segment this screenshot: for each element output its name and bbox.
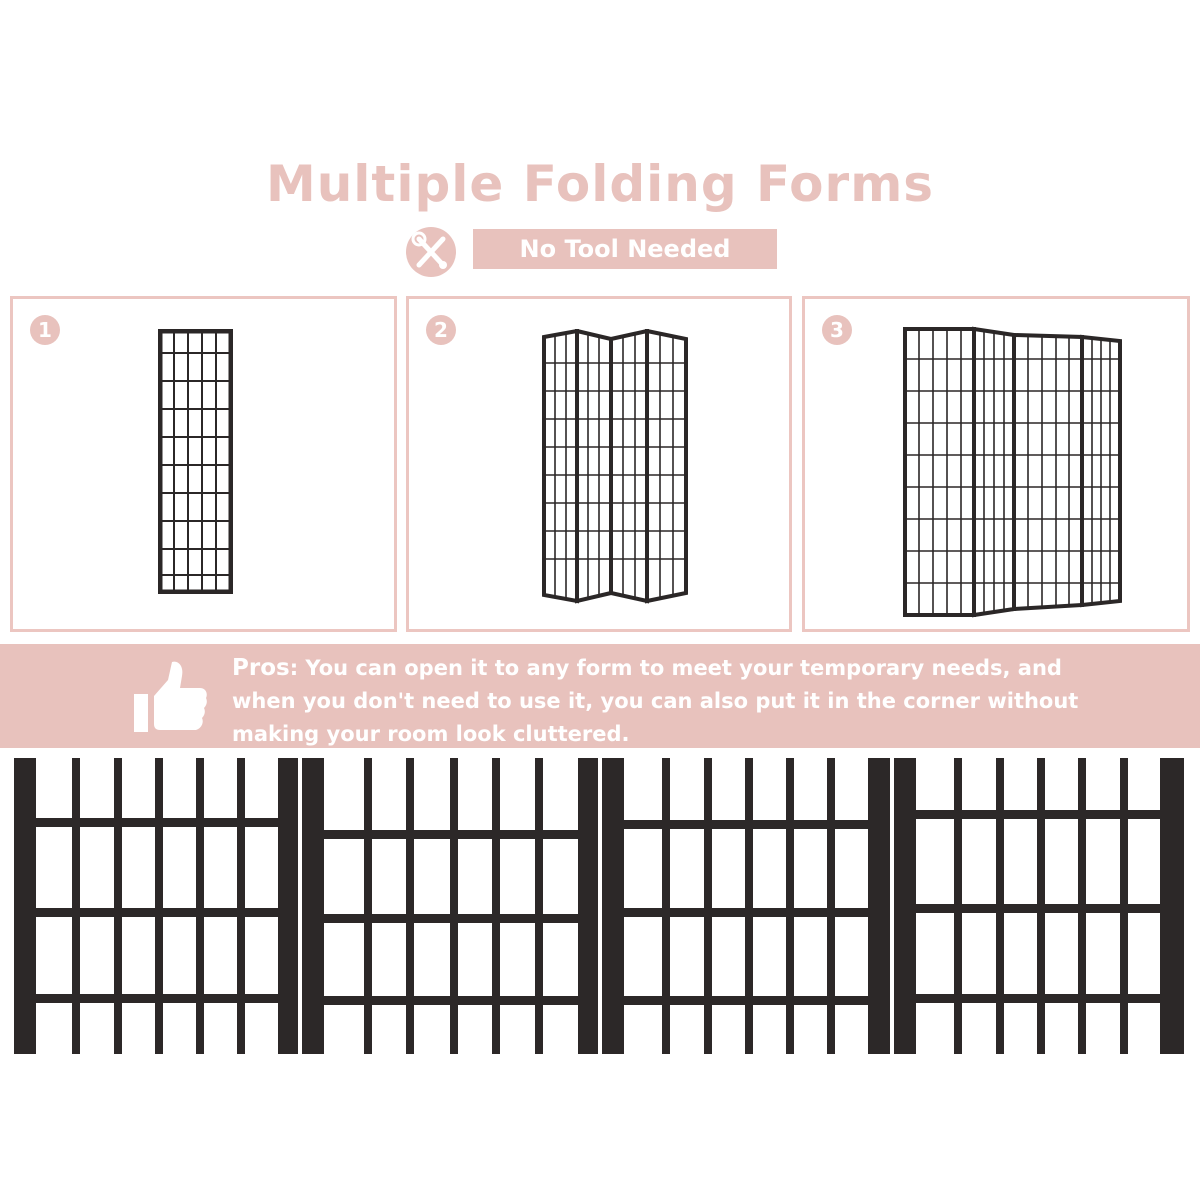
pros-label: Pros	[232, 655, 290, 681]
form-2-card: 2	[406, 296, 792, 632]
form-3-number: 3	[822, 315, 852, 345]
no-tools-icon	[406, 227, 456, 277]
form-3-card: 3	[802, 296, 1190, 632]
form-2-number: 2	[426, 315, 456, 345]
pros-text-block: Pros: You can open it to any form to mee…	[232, 652, 1132, 751]
flat-four-panel-screen	[903, 326, 1122, 618]
single-panel-screen	[158, 329, 233, 594]
no-tool-badge: No Tool Needed	[473, 229, 777, 269]
zigzag-four-panel-screen	[542, 329, 688, 604]
form-1-card: 1	[10, 296, 397, 632]
screen-closeup-photo	[0, 758, 1200, 1058]
pros-banner: Pros: You can open it to any form to mee…	[0, 644, 1200, 748]
form-1-number: 1	[30, 315, 60, 345]
pros-description: : You can open it to any form to meet yo…	[232, 656, 1079, 746]
thumbs-up-icon	[134, 661, 207, 732]
page-title: Multiple Folding Forms	[265, 155, 935, 213]
